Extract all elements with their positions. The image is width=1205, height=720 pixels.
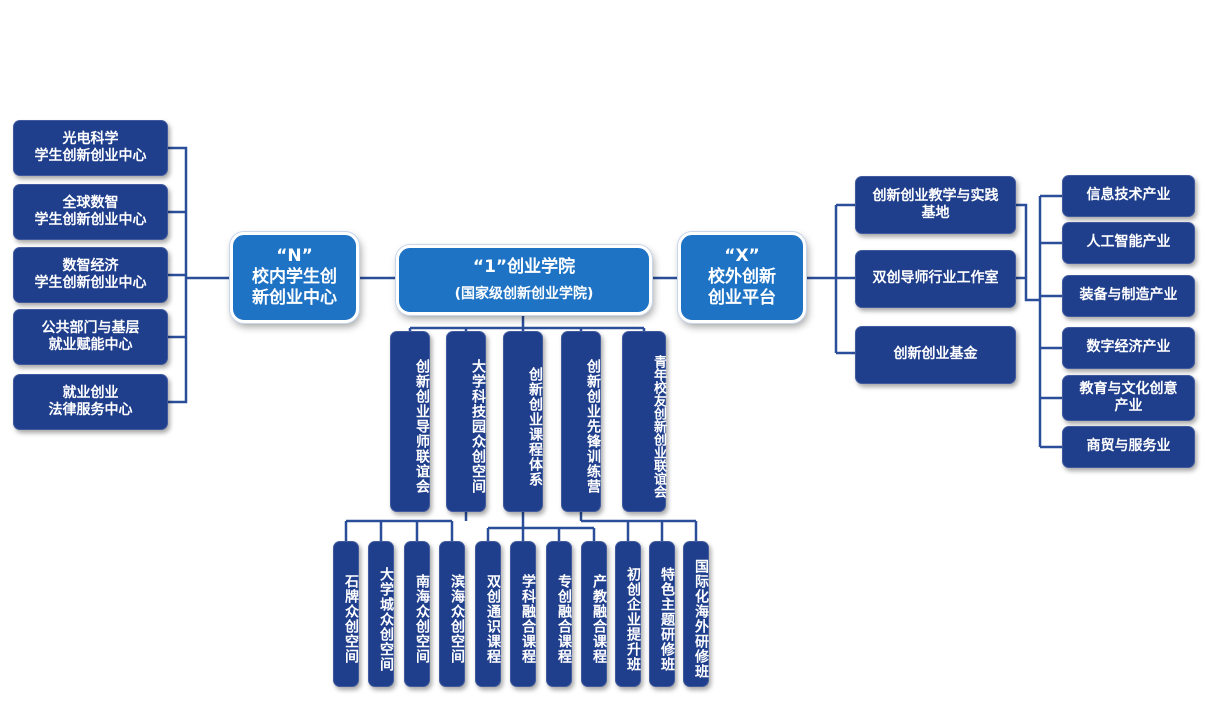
center-item-pioneer-camp: 创新创业先锋训练营	[561, 331, 601, 512]
center-item-alumni-association: 青年校友创新创业联谊会	[622, 331, 666, 512]
center-item-mentor-association: 创新创业导师联谊会	[390, 331, 430, 512]
industry-item-ai: 人工智能产业	[1062, 222, 1195, 264]
industry-item-commerce-service: 商贸与服务业	[1062, 426, 1195, 468]
right-item-innovation-fund: 创新创业基金	[855, 326, 1016, 384]
sub-item-theme-class: 特色主题研修班	[649, 541, 675, 687]
sub-item-overseas-class: 国际化海外研修班	[683, 541, 709, 687]
center-item-course-system: 创新创业课程体系	[503, 331, 543, 512]
left-item-legal-service-center: 就业创业 法律服务中心	[13, 374, 168, 430]
hub-x-external-platform: “X” 校外创新 创业平台	[678, 232, 806, 323]
hub-1-title: “1”创业学院	[472, 256, 576, 277]
industry-item-digital-economy: 数字经济产业	[1062, 327, 1195, 369]
right-item-mentor-studio: 双创导师行业工作室	[855, 250, 1016, 308]
hub-1-entrepreneurship-college: “1”创业学院 (国家级创新创业学院)	[396, 245, 652, 315]
left-item-optoelectronic-center: 光电科学 学生创新创业中心	[13, 120, 168, 176]
sub-item-startup-class: 初创企业提升班	[615, 541, 641, 687]
left-item-global-digital-center: 全球数智 学生创新创业中心	[13, 184, 168, 240]
sub-item-discipline-course: 学科融合课程	[510, 541, 536, 687]
left-item-digital-economy-center: 数智经济 学生创新创业中心	[13, 247, 168, 303]
sub-item-university-town-space: 大学城众创空间	[368, 541, 394, 687]
sub-item-shipai-space: 石牌众创空间	[333, 541, 359, 687]
hub-1-subtitle: (国家级创新创业学院)	[454, 285, 594, 302]
sub-item-specialty-course: 专创融合课程	[546, 541, 572, 687]
sub-item-nanhai-space: 南海众创空间	[404, 541, 430, 687]
right-item-practice-base: 创新创业教学与实践 基地	[855, 176, 1016, 234]
sub-item-general-course: 双创通识课程	[475, 541, 501, 687]
sub-item-industry-course: 产教融合课程	[581, 541, 607, 687]
hub-n-campus-center: “N” 校内学生创 新创业中心	[230, 232, 359, 323]
industry-item-manufacturing: 装备与制造产业	[1062, 275, 1195, 317]
center-item-science-park-space: 大学科技园众创空间	[446, 331, 486, 512]
industry-item-education-culture: 教育与文化创意 产业	[1062, 375, 1195, 421]
left-item-public-sector-center: 公共部门与基层 就业赋能中心	[13, 309, 168, 365]
industry-item-it: 信息技术产业	[1062, 175, 1195, 217]
sub-item-binhai-space: 滨海众创空间	[439, 541, 465, 687]
